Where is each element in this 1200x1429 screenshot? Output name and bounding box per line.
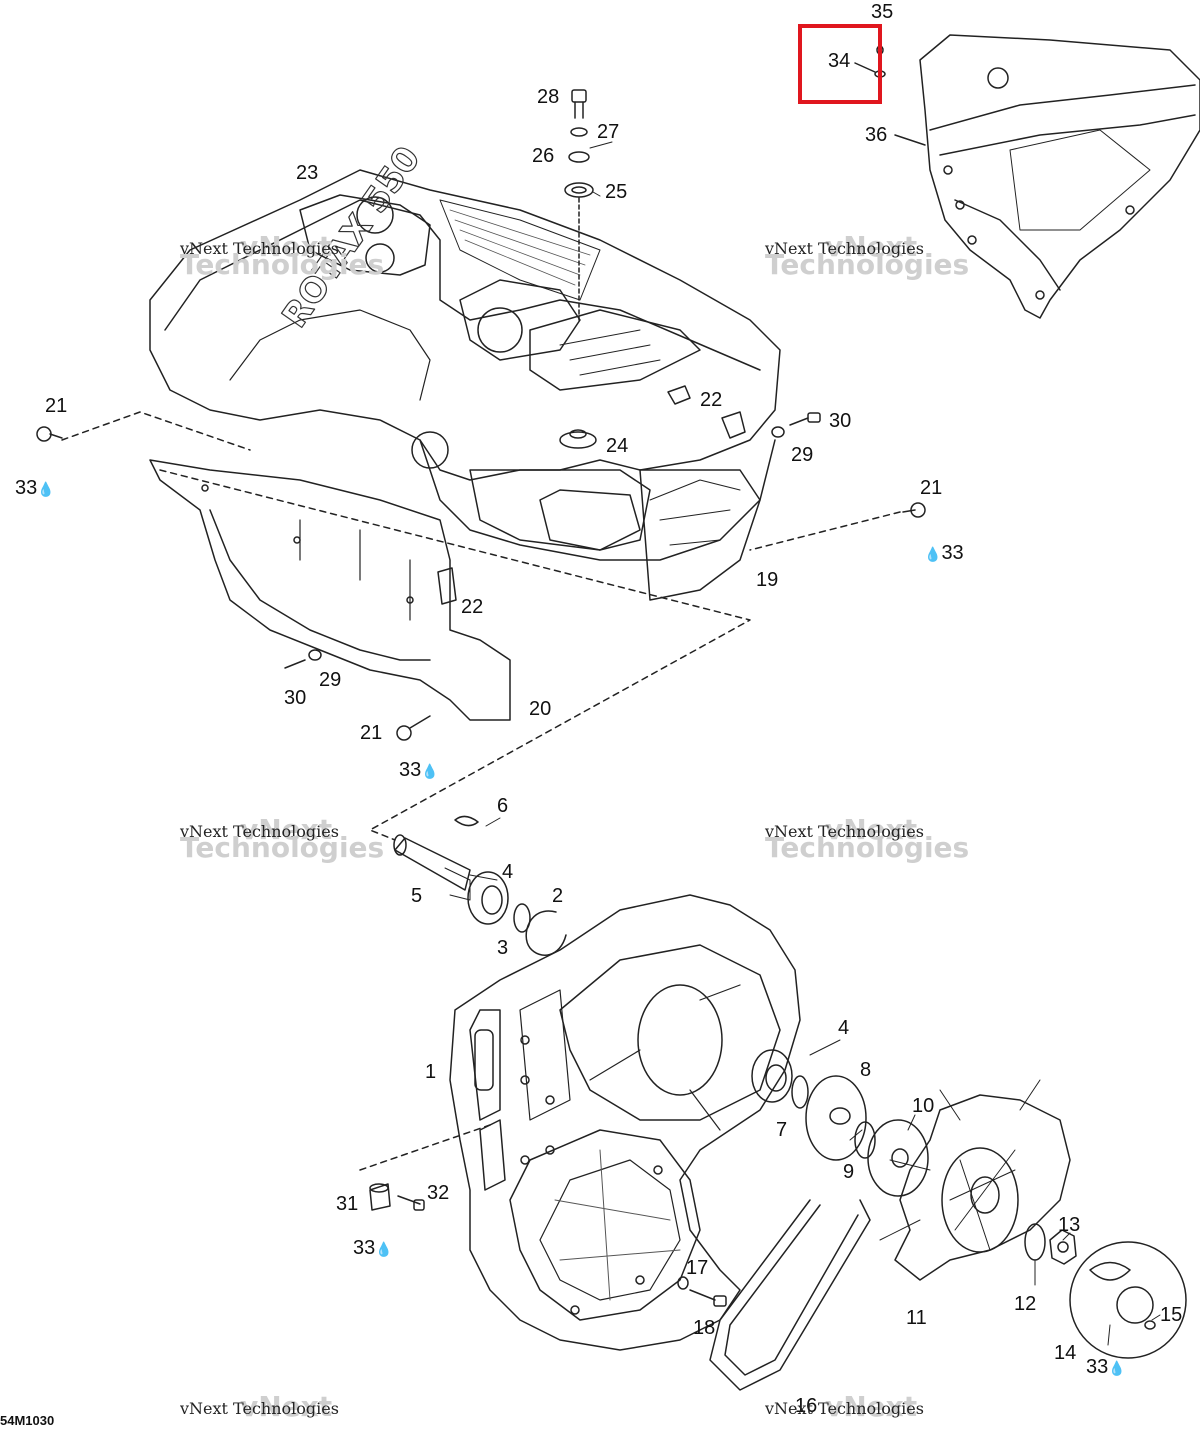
callout-4-top[interactable]: 4	[502, 861, 514, 883]
callout-17[interactable]: 17	[686, 1257, 709, 1279]
callout-33-left[interactable]: 33💧	[15, 477, 55, 499]
callout-33-cover[interactable]: 33💧	[1086, 1356, 1126, 1378]
callout-7[interactable]: 7	[776, 1119, 788, 1141]
bracket-part-22-lower	[437, 567, 457, 605]
callout-3[interactable]: 3	[497, 937, 509, 959]
washer-part-12	[1024, 1223, 1046, 1261]
leader-36	[894, 134, 926, 146]
callout-26[interactable]: 26	[532, 145, 555, 167]
callout-8[interactable]: 8	[860, 1059, 872, 1081]
watermark-top-left: vNext vNext Technologies Technologies	[180, 230, 385, 282]
leader-21-left	[61, 411, 251, 451]
watermark-mid-right: vNext vNext Technologies Technologies	[765, 813, 970, 865]
callout-21-left[interactable]: 21	[45, 395, 68, 417]
callout-20[interactable]: 20	[529, 698, 552, 720]
callout-21-lower[interactable]: 21	[360, 722, 383, 744]
fan-part-11	[879, 1079, 1071, 1281]
callout-32[interactable]: 32	[427, 1182, 450, 1204]
callout-28[interactable]: 28	[537, 86, 560, 108]
callout-1[interactable]: 1	[425, 1061, 437, 1083]
callout-29-lower[interactable]: 29	[319, 669, 342, 691]
washer-part-7	[791, 1075, 809, 1109]
bearing-part-4-top	[467, 871, 509, 925]
fastener-21-right	[902, 502, 926, 518]
callout-13[interactable]: 13	[1058, 1214, 1081, 1236]
plug-part-31	[369, 1183, 391, 1211]
loctite-drop-icon: 💧	[924, 546, 942, 562]
callout-9[interactable]: 9	[843, 1161, 855, 1183]
cover-part-14	[1069, 1241, 1187, 1359]
callout-33-housing[interactable]: 33💧	[353, 1237, 393, 1259]
callout-24[interactable]: 24	[606, 435, 629, 457]
bearing-part-4-lower	[751, 1049, 793, 1103]
callout-leaders	[469, 141, 1161, 1346]
callout-6[interactable]: 6	[497, 795, 509, 817]
callout-21-right[interactable]: 21	[920, 477, 943, 499]
pulley-half-part-10	[867, 1119, 929, 1197]
callout-30-lower[interactable]: 30	[284, 687, 307, 709]
callout-14[interactable]: 14	[1054, 1342, 1077, 1364]
loctite-drop-icon: 💧	[1108, 1360, 1126, 1376]
key-part-6	[454, 815, 479, 827]
callout-29-right[interactable]: 29	[791, 444, 814, 466]
watermark-top-right: vNext vNext Technologies Technologies	[765, 230, 970, 282]
leader-31	[359, 1124, 491, 1171]
callout-5[interactable]: 5	[411, 885, 423, 907]
top-shroud-part-23: ROTAX 550	[149, 139, 781, 721]
fastener-21-left	[36, 426, 63, 442]
callout-12[interactable]: 12	[1014, 1293, 1037, 1315]
loctite-drop-icon: 💧	[375, 1241, 393, 1257]
callout-31[interactable]: 31	[336, 1193, 359, 1215]
callout-4-lower[interactable]: 4	[838, 1017, 850, 1039]
nut-part-13	[1049, 1229, 1077, 1265]
callout-18[interactable]: 18	[693, 1317, 716, 1339]
shaft-part-5	[393, 834, 471, 901]
leader-shaft	[159, 469, 751, 841]
callout-11[interactable]: 11	[906, 1307, 927, 1329]
callout-25[interactable]: 25	[605, 181, 628, 203]
bracket-part-22-top	[667, 385, 746, 439]
fastener-29-30-lower	[284, 649, 322, 669]
callout-33-right[interactable]: 💧33	[924, 542, 964, 564]
callout-30-right[interactable]: 30	[829, 410, 852, 432]
callout-36[interactable]: 36	[865, 124, 888, 146]
spacer-part-3	[513, 903, 531, 933]
circlip-part-2	[525, 910, 567, 956]
spacer-part-9	[854, 1121, 876, 1159]
watermark-bottom-left: vNext vNext Technologies	[180, 1392, 339, 1423]
bolt-part-18	[689, 1289, 727, 1307]
callout-15[interactable]: 15	[1160, 1304, 1183, 1326]
fan-housing-part-1	[449, 894, 801, 1351]
fastener-21-lower	[396, 715, 431, 741]
callout-33-lower[interactable]: 33💧	[399, 759, 439, 781]
highlight-box-part-34	[798, 24, 882, 104]
air-intake-part-36	[919, 34, 1200, 319]
washer-part-17	[677, 1276, 689, 1290]
callout-27[interactable]: 27	[597, 121, 620, 143]
fastener-29-30-right	[771, 412, 821, 438]
loctite-drop-icon: 💧	[421, 763, 439, 779]
callout-23[interactable]: 23	[296, 162, 319, 184]
screw-stack-25-28	[564, 89, 594, 321]
watermark-mid-left: vNext vNext Technologies Technologies	[180, 813, 385, 865]
callout-19[interactable]: 19	[756, 569, 779, 591]
belt-part-16	[709, 1199, 871, 1391]
callout-22-top[interactable]: 22	[700, 389, 723, 411]
pulley-half-part-8	[805, 1075, 867, 1161]
callout-16[interactable]: 16	[795, 1395, 818, 1417]
screw-part-15	[1144, 1320, 1156, 1330]
callout-22-lower[interactable]: 22	[461, 596, 484, 618]
callout-2[interactable]: 2	[552, 885, 564, 907]
callout-35[interactable]: 35	[871, 1, 894, 23]
callout-34[interactable]: 34	[828, 50, 851, 72]
screw-part-32	[397, 1195, 425, 1211]
leader-21-right	[749, 511, 901, 551]
callout-10[interactable]: 10	[912, 1095, 935, 1117]
diagram-code: 54M1030	[0, 1413, 55, 1428]
loctite-drop-icon: 💧	[37, 481, 55, 497]
watermark-bottom-right: vNext vNext Technologies	[765, 1392, 924, 1423]
grommet-part-24	[559, 429, 597, 449]
